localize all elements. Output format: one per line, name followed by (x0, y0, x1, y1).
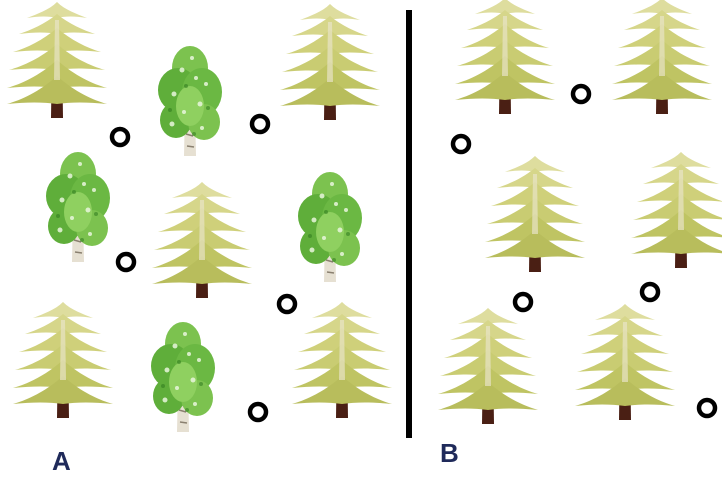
conifer-tree-icon (485, 156, 585, 272)
conifer-tree-icon (152, 182, 252, 298)
conifer-tree-icon (280, 4, 380, 120)
panel-b (438, 0, 722, 424)
ring-marker-icon (642, 284, 658, 300)
panel-a-label: A (52, 446, 71, 476)
ring-marker-icon (573, 86, 589, 102)
conifer-tree-icon (612, 0, 712, 114)
conifer-tree-icon (438, 308, 538, 424)
birch-tree-icon (45, 151, 111, 263)
conifer-tree-icon (455, 0, 555, 114)
panel-a (7, 2, 392, 433)
birch-tree-icon (150, 321, 216, 433)
ring-marker-icon (699, 400, 715, 416)
ring-marker-icon (112, 129, 128, 145)
ring-marker-icon (250, 404, 266, 420)
ring-marker-icon (279, 296, 295, 312)
conifer-tree-icon (292, 302, 392, 418)
conifer-tree-icon (13, 302, 113, 418)
panel-b-label: B (440, 438, 459, 468)
ring-marker-icon (515, 294, 531, 310)
ring-marker-icon (453, 136, 469, 152)
conifer-tree-icon (7, 2, 107, 118)
conifer-tree-icon (575, 304, 675, 420)
conifer-tree-icon (631, 152, 722, 268)
birch-tree-icon (157, 45, 223, 157)
birch-tree-icon (297, 171, 363, 283)
ring-marker-icon (252, 116, 268, 132)
ring-marker-icon (118, 254, 134, 270)
panel-divider (406, 10, 412, 438)
